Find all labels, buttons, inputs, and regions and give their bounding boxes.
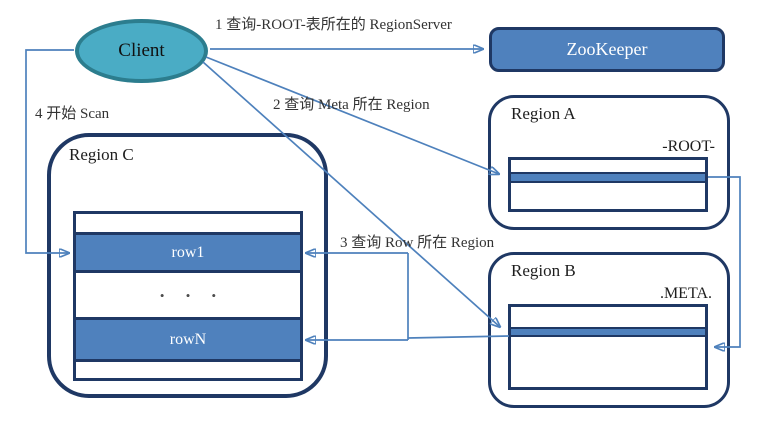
step2-label: 2 查询 Meta 所在 Region — [273, 97, 430, 113]
step1-label: 1 查询-ROOT-表所在的 RegionServer — [215, 17, 452, 33]
meta-table-row-band — [511, 327, 705, 337]
zookeeper-label: ZooKeeper — [566, 39, 648, 59]
root-table-row-band — [511, 172, 705, 183]
region-b-node: Region B .META. — [488, 252, 730, 408]
row1-label: row1 — [171, 243, 205, 261]
client-node: Client — [75, 19, 208, 83]
user-table: row1 • • • rowN — [73, 211, 303, 381]
rowN-label: rowN — [169, 330, 207, 348]
region-c-node: Region C row1 • • • rowN — [47, 133, 328, 398]
client-label: Client — [118, 40, 165, 61]
meta-table-label: .META. — [659, 285, 712, 302]
region-b-title: Region B — [511, 261, 576, 280]
table-row-first: row1 — [76, 232, 300, 273]
root-table — [508, 157, 708, 212]
zookeeper-node: ZooKeeper — [489, 27, 725, 72]
root-table-label: -ROOT- — [662, 138, 715, 155]
region-a-node: Region A -ROOT- — [488, 95, 730, 230]
step4-label: 4 开始 Scan — [35, 106, 110, 122]
table-row-last: rowN — [76, 317, 300, 362]
region-a-title: Region A — [511, 104, 576, 123]
step3-label: 3 查询 Row 所在 Region — [340, 235, 495, 251]
ellipsis-rows: • • • — [76, 276, 300, 316]
meta-table — [508, 304, 708, 390]
ellipsis-label: • • • — [159, 288, 226, 303]
region-c-title: Region C — [69, 145, 134, 164]
